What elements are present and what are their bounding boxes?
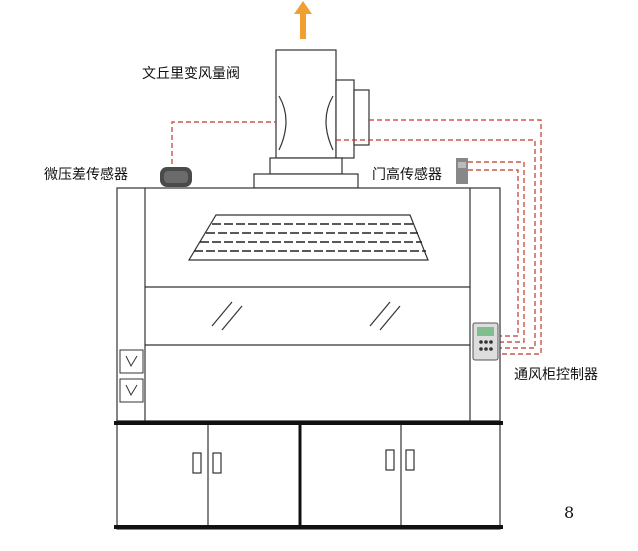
door-sensor-icon — [456, 158, 468, 184]
fume-hood-body — [116, 187, 501, 422]
signal-wires — [171, 119, 542, 355]
venturi-valve — [253, 49, 370, 189]
glass-mark-icon — [211, 301, 401, 331]
power-outlet-icon — [119, 349, 144, 403]
door-sensor-label: 门高传感器 — [372, 167, 442, 183]
page-number: 8 — [564, 503, 575, 522]
pressure-sensor-icon — [160, 167, 192, 187]
pressure-sensor-label: 微压差传感器 — [44, 167, 128, 183]
base-cabinet — [114, 420, 503, 530]
venturi-valve-label: 文丘里变风量阀 — [142, 66, 240, 82]
baffle-slots — [194, 223, 426, 252]
exhaust-arrow-icon — [294, 1, 312, 39]
controller-label: 通风柜控制器 — [514, 367, 598, 383]
controller-icon — [472, 322, 499, 361]
